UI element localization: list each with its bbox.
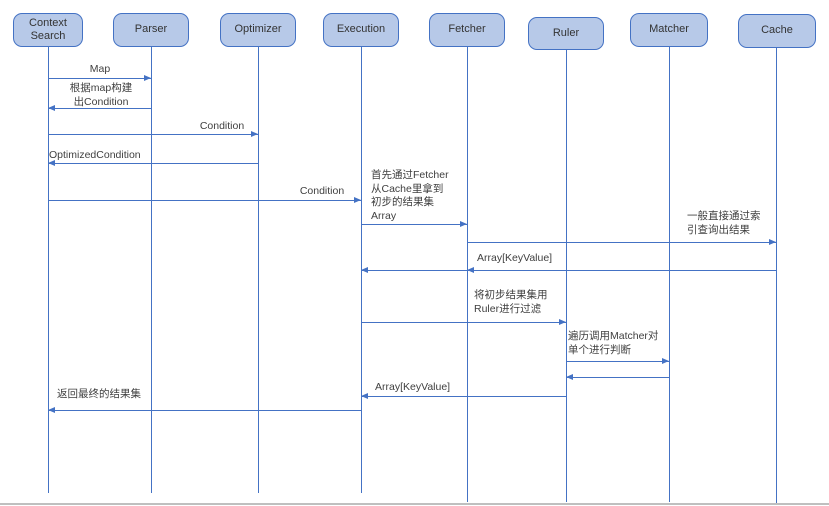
arrowhead-right-icon	[144, 75, 151, 81]
lifeline-fetcher	[467, 47, 468, 502]
actor-box-matcher: Matcher	[630, 13, 708, 47]
actor-label: Cache	[761, 24, 793, 37]
arrowhead-left-icon	[361, 267, 368, 273]
msg-label-build-condition: 根据map构建 出Condition	[69, 82, 133, 108]
actor-label: Context Search	[29, 16, 67, 42]
arrowhead-right-icon	[769, 239, 776, 245]
msg-label-filter-with-ruler: 将初步结果集用 Ruler进行过滤	[474, 289, 548, 315]
msg-label-array-keyvalue-1: Array[KeyValue]	[477, 252, 553, 264]
msg-arrow-execution-to-ruler	[361, 322, 566, 323]
msg-arrow-ruler-to-execution	[361, 396, 566, 397]
arrowhead-left-icon	[48, 105, 55, 111]
arrowhead-right-icon	[662, 358, 669, 364]
msg-arrow-ruler-to-matcher	[566, 361, 669, 362]
msg-label-fetch-from-cache: 首先通过Fetcher 从Cache里拿到 初步的结果集 Array	[371, 169, 449, 222]
arrowhead-left-icon	[361, 393, 368, 399]
lifeline-matcher	[669, 47, 670, 502]
msg-arrow-optimizer-to-contextsearch	[48, 163, 258, 164]
msg-arrow-fetcher-to-cache	[467, 242, 776, 243]
msg-label-query-by-index: 一般直接通过索 引查询出结果	[687, 210, 761, 236]
actor-box-optimizer: Optimizer	[220, 13, 296, 47]
msg-label-return-final-result: 返回最终的结果集	[57, 388, 141, 400]
msg-arrow-cache-to-fetcher	[467, 270, 776, 271]
actor-box-parser: Parser	[113, 13, 189, 47]
arrowhead-left-icon	[48, 407, 55, 413]
msg-arrow-contextsearch-to-execution	[48, 200, 361, 201]
bottom-divider	[0, 503, 829, 505]
msg-label-call-matcher: 遍历调用Matcher对 单个进行判断	[568, 330, 659, 356]
msg-arrow-contextsearch-to-optimizer	[48, 134, 258, 135]
arrowhead-right-icon	[460, 221, 467, 227]
actor-box-cache: Cache	[738, 14, 816, 48]
actor-label: Matcher	[649, 23, 689, 36]
msg-label-condition-2: Condition	[299, 185, 345, 197]
msg-arrow-contextsearch-to-parser	[48, 78, 151, 79]
lifeline-cache	[776, 48, 777, 504]
msg-arrow-matcher-to-ruler	[566, 377, 669, 378]
msg-label-optimized-condition: OptimizedCondition	[49, 149, 141, 161]
msg-label-map: Map	[89, 63, 111, 75]
lifeline-context-search	[48, 47, 49, 493]
msg-arrow-execution-to-fetcher	[361, 224, 467, 225]
actor-box-execution: Execution	[323, 13, 399, 47]
arrowhead-right-icon	[251, 131, 258, 137]
actor-box-ruler: Ruler	[528, 17, 604, 50]
actor-label: Parser	[134, 23, 168, 36]
msg-label-array-keyvalue-2: Array[KeyValue]	[375, 381, 451, 393]
msg-arrow-fetcher-to-execution	[361, 270, 467, 271]
arrowhead-left-icon	[566, 374, 573, 380]
actor-box-context-search: Context Search	[13, 13, 83, 47]
actor-box-fetcher: Fetcher	[429, 13, 505, 47]
msg-arrow-parser-to-contextsearch	[48, 108, 151, 109]
actor-label: Optimizer	[234, 23, 282, 36]
lifeline-parser	[151, 47, 152, 493]
lifeline-ruler	[566, 50, 567, 502]
lifeline-optimizer	[258, 47, 259, 493]
msg-arrow-execution-to-contextsearch	[48, 410, 361, 411]
actor-label: Fetcher	[448, 23, 486, 36]
actor-label: Execution	[336, 23, 386, 36]
arrowhead-right-icon	[354, 197, 361, 203]
actor-label: Ruler	[552, 26, 580, 39]
msg-label-condition-1: Condition	[199, 120, 245, 132]
arrowhead-right-icon	[559, 319, 566, 325]
arrowhead-left-icon	[48, 160, 55, 166]
arrowhead-left-icon	[467, 267, 474, 273]
